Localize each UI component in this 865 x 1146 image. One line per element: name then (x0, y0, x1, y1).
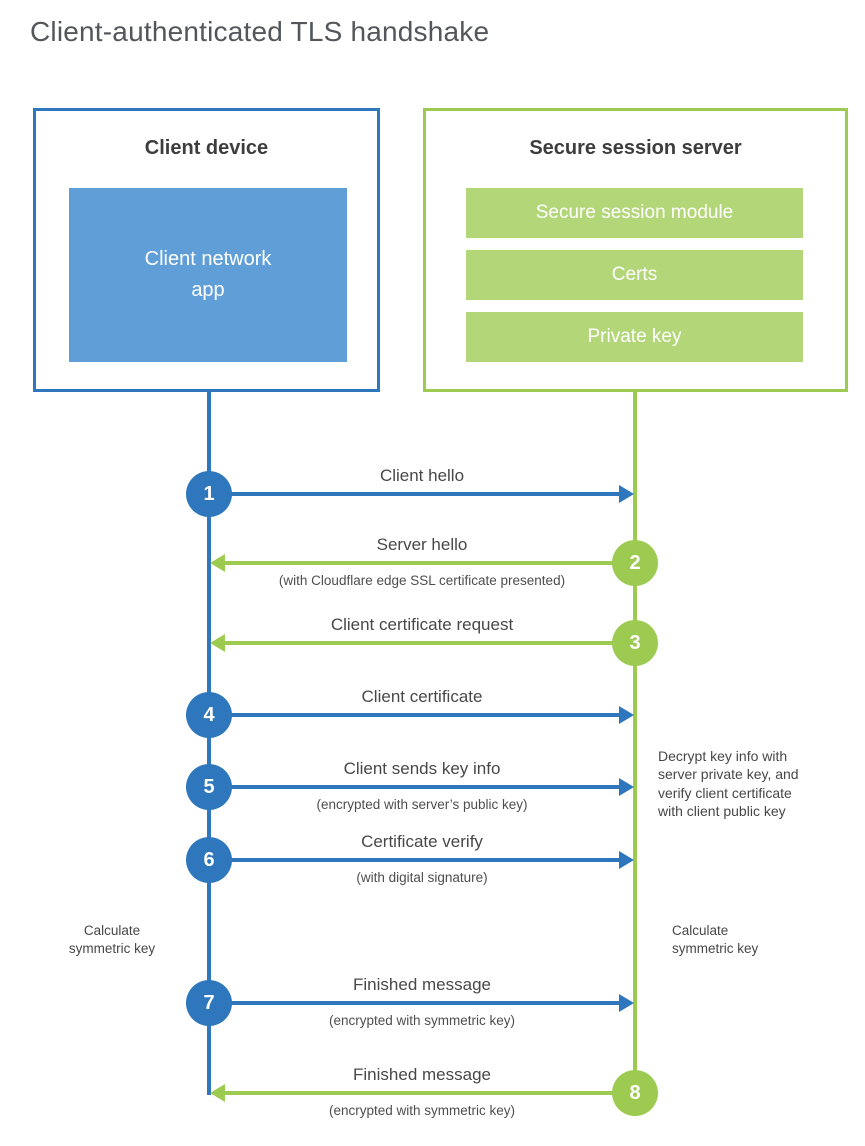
client-device-box: Client device Client network app (33, 108, 380, 392)
message-sublabel: (with Cloudflare edge SSL certificate pr… (278, 573, 566, 588)
arrow-step-6 (209, 851, 634, 869)
step-circle-5: 5 (186, 764, 232, 810)
server-lifeline (633, 389, 637, 1116)
calc-symmetric-key-server-note: Calculate symmetric key (672, 923, 759, 956)
message-label: Finished message (353, 975, 491, 994)
arrow-step-5 (209, 778, 634, 796)
arrow-step-7 (209, 994, 634, 1012)
certs-bar: Certs (466, 250, 803, 300)
step-circle-3: 3 (612, 620, 658, 666)
step-circle-8: 8 (612, 1070, 658, 1116)
message-sublabel: (with digital signature) (356, 870, 488, 885)
message-label: Finished message (353, 1065, 491, 1084)
arrow-step-8 (210, 1084, 635, 1102)
client-device-title: Client device (144, 137, 269, 159)
secure-session-server-box: Secure session server Secure session mod… (423, 108, 848, 392)
decrypt-note: Decrypt key info with server private key… (658, 748, 799, 820)
step-circle-1: 1 (186, 471, 232, 517)
message-label: Certificate verify (361, 832, 483, 851)
private-key-bar: Private key (466, 312, 803, 362)
message-sublabel: (encrypted with symmetric key) (328, 1013, 516, 1028)
message-label: Client hello (379, 466, 465, 485)
message-label: Server hello (376, 535, 468, 554)
message-label: Client sends key info (343, 759, 501, 778)
step-circle-6: 6 (186, 837, 232, 883)
message-label: Client certificate request (330, 615, 514, 634)
message-sublabel: (encrypted with server’s public key) (316, 797, 528, 812)
arrow-step-4 (209, 706, 634, 724)
client-lifeline (207, 389, 211, 1095)
step-circle-2: 2 (612, 540, 658, 586)
calc-symmetric-key-client-note: Calculate symmetric key (68, 923, 156, 956)
secure-session-server-title: Secure session server (529, 137, 742, 159)
page-title: Client-authenticated TLS handshake (30, 16, 490, 47)
client-network-app-rect: Client network app (69, 188, 347, 362)
secure-session-module-bar: Secure session module (466, 188, 803, 238)
message-label: Client certificate (361, 687, 483, 706)
arrow-step-2 (210, 554, 635, 572)
step-circle-4: 4 (186, 692, 232, 738)
arrow-step-1 (209, 485, 634, 503)
arrow-step-3 (210, 634, 635, 652)
message-sublabel: (encrypted with symmetric key) (328, 1103, 516, 1118)
step-circle-7: 7 (186, 980, 232, 1026)
